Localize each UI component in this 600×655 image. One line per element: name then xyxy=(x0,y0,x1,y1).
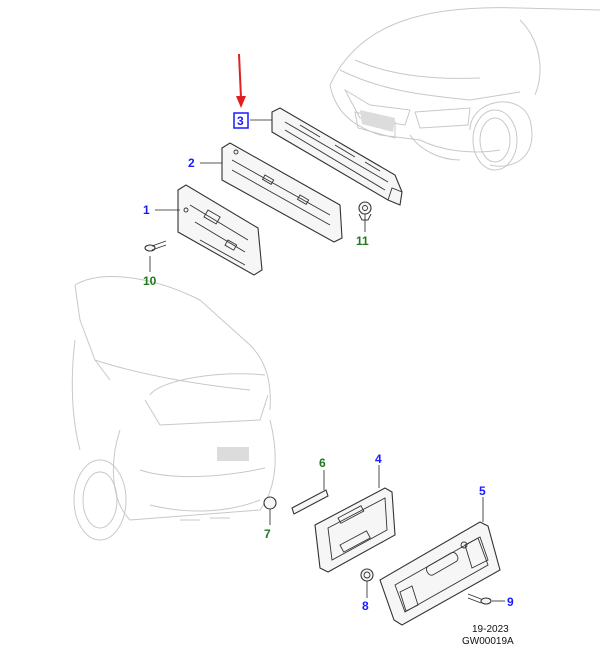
footer-date: 19-2023 xyxy=(472,624,509,635)
callout-9[interactable]: 9 xyxy=(507,595,514,609)
part-10-screw xyxy=(144,240,167,252)
part-2-front-plate-bracket xyxy=(221,142,343,243)
part-3-front-bracket xyxy=(271,107,403,206)
callout-7[interactable]: 7 xyxy=(264,527,271,541)
callout-10[interactable]: 10 xyxy=(143,274,157,288)
part-9-screw xyxy=(467,593,492,605)
callout-3-highlight-box xyxy=(233,112,249,129)
front-car-illustration xyxy=(329,7,600,171)
part-1-front-plate-mount xyxy=(177,184,263,276)
callout-4[interactable]: 4 xyxy=(375,452,382,466)
part-8-nut xyxy=(360,568,374,582)
footer-code: GW00019A xyxy=(462,636,514,647)
leader-lines xyxy=(149,119,505,602)
callout-3[interactable]: 3 xyxy=(237,114,244,128)
callout-2[interactable]: 2 xyxy=(188,156,195,170)
callout-11[interactable]: 11 xyxy=(356,234,369,248)
callout-6[interactable]: 6 xyxy=(319,456,326,470)
red-arrow-indicator xyxy=(236,53,246,108)
callout-5[interactable]: 5 xyxy=(479,484,486,498)
rear-car-illustration xyxy=(71,276,276,541)
part-5-rear-plate-bracket xyxy=(379,521,501,626)
part-4-rear-plate-holder xyxy=(314,487,396,573)
part-6-foam-strip xyxy=(291,489,329,515)
callout-8[interactable]: 8 xyxy=(362,599,369,613)
callout-1[interactable]: 1 xyxy=(143,203,150,217)
part-7-grommet xyxy=(263,496,277,510)
